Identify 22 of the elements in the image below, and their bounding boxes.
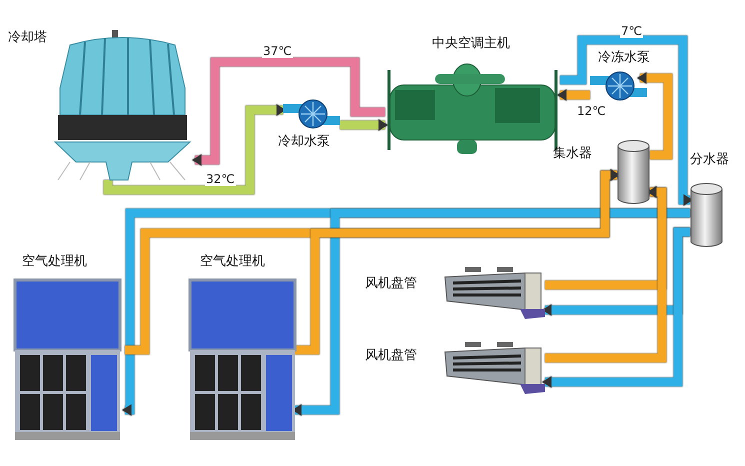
equipment-label: 集水器 [553,146,592,162]
equipment-label: 风机盘管 [365,348,417,364]
pipe-arrow [295,170,620,354]
pipe-arrow [558,90,590,100]
equipment-label: 分水器 [690,152,729,168]
equipment-label: 空气处理机 [200,254,265,270]
edge-label: 12℃ [576,104,607,118]
pipe-arrow [638,72,672,160]
equipment-label: 冷却塔 [8,30,47,46]
equipment-label: 冷冻水泵 [598,50,650,66]
edge-label: 7℃ [620,24,644,38]
pipe-arrow [340,120,388,130]
equipment-label: 空气处理机 [22,254,87,270]
pipe-arrow [545,186,666,362]
pipe-arrow [560,36,692,206]
edge-label: 32℃ [205,172,236,186]
pipe-arrow [104,104,286,194]
equipment-label: 风机盘管 [365,276,417,292]
pipe-arrow [192,58,385,166]
equipment-label: 中央空调主机 [432,36,510,52]
equipment-label: 冷却水泵 [278,134,330,150]
edge-label: 37℃ [262,44,293,58]
